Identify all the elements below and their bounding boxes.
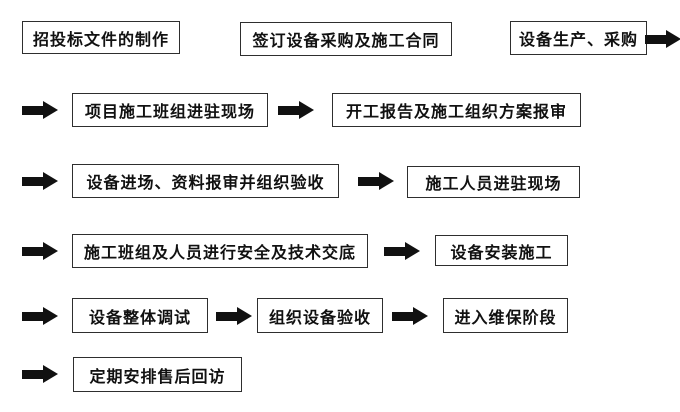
- right-arrow-icon: [645, 30, 680, 48]
- flow-step-equipment-arrival-acceptance: 设备进场、资料报审并组织验收: [72, 164, 339, 198]
- flow-step-equipment-production-procurement: 设备生产、采购: [510, 21, 647, 55]
- flow-step-organize-equipment-acceptance: 组织设备验收: [257, 298, 383, 333]
- flow-step-bidding-document-preparation: 招投标文件的制作: [22, 21, 180, 54]
- flow-step-overall-commissioning: 设备整体调试: [72, 298, 208, 333]
- right-arrow-icon: [358, 172, 394, 190]
- flow-step-project-team-enters-site: 项目施工班组进驻现场: [72, 93, 268, 127]
- flow-step-equipment-installation: 设备安装施工: [435, 235, 568, 266]
- flow-step-safety-technical-briefing: 施工班组及人员进行安全及技术交底: [72, 234, 368, 268]
- right-arrow-icon: [22, 307, 58, 325]
- right-arrow-icon: [278, 101, 314, 119]
- flow-step-after-sales-visits: 定期安排售后回访: [73, 357, 242, 392]
- flow-step-construction-personnel-enter-site: 施工人员进驻现场: [407, 166, 580, 198]
- right-arrow-icon: [22, 242, 58, 260]
- right-arrow-icon: [384, 242, 420, 260]
- flow-step-sign-procurement-construction-contract: 签订设备采购及施工合同: [240, 22, 452, 56]
- flow-step-enter-maintenance-phase: 进入维保阶段: [443, 298, 568, 333]
- right-arrow-icon: [392, 307, 428, 325]
- flow-step-commencement-report-approval: 开工报告及施工组织方案报审: [332, 93, 581, 127]
- right-arrow-icon: [22, 365, 58, 383]
- right-arrow-icon: [216, 307, 252, 325]
- right-arrow-icon: [22, 101, 58, 119]
- right-arrow-icon: [22, 172, 58, 190]
